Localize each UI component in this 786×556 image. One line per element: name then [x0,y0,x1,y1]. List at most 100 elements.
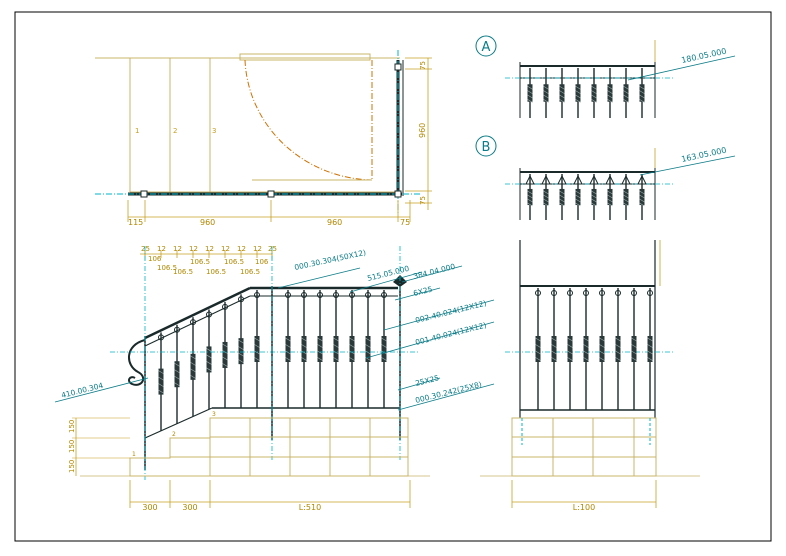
landing-baluster [349,290,355,408]
landing-baluster [317,290,323,408]
landing-baluster [381,290,387,408]
top-dim-r1-3: 12 [173,245,182,253]
top-dim-r2-2: 106.5 [157,264,177,272]
callout-4: 6X25 [412,284,433,297]
plan-dim-right-3: 75 [419,196,427,205]
section-b-baluster [559,174,565,220]
callout-1: 000.30.304(50X12) [294,248,367,272]
side-bottom-dim: L:100 [573,503,595,512]
side-baluster [551,288,557,410]
stair-baluster [206,309,212,410]
side-baluster [567,288,573,410]
section-b-label: B [482,140,491,155]
arrow-finial [621,174,631,185]
side-baluster [647,288,653,410]
arrow-finial [637,174,647,185]
bottom-dim-1: 300 [142,503,157,512]
top-dim-r1-8: 12 [253,245,262,253]
section-b-callout: 163.05.000 [681,146,728,164]
side-elevation: L:100 [480,240,700,512]
top-dim-r1-1: 25 [141,245,150,253]
plan-dim-bottom-1: 115 [128,218,143,227]
plan-dim-right-2: 960 [418,123,427,138]
top-dim-r1-5: 12 [205,245,214,253]
top-dim-r2-4: 106.5 [224,258,244,266]
top-dim-r3-2: 106.5 [206,268,226,276]
section-b-baluster [527,174,533,220]
stair-baluster [238,294,244,408]
callout-7: 25X25 [414,373,440,388]
section-a-baluster [543,68,549,118]
top-dim-r3-1: 106.5 [173,268,193,276]
plan-step-label-3: 3 [212,127,216,135]
arrow-finial [557,174,567,185]
landing-baluster [301,290,307,408]
plan-step-label-2: 2 [173,127,177,135]
section-b-baluster [543,174,549,220]
stair-mark-2: 2 [172,431,176,438]
landing-baluster [365,290,371,408]
drawing-frame [14,11,772,542]
arrow-finial [525,174,535,185]
section-a-baluster [575,68,581,118]
top-dim-r2-5: 106 [255,258,269,266]
section-b: B 163.05.000 [475,135,736,220]
section-a-label: A [482,40,491,55]
arrow-finial [605,174,615,185]
top-dim-r2-3: 106.5 [190,258,210,266]
section-b-baluster [575,174,581,220]
landing-baluster [285,290,291,408]
left-dim-3: 150 [68,460,76,473]
top-dim-r1-9: 25 [268,245,277,253]
stair-baluster [158,332,164,431]
section-a-baluster [623,68,629,118]
stair-baluster [222,301,228,408]
section-a-baluster [607,68,613,118]
stair-mark-3: 3 [212,411,216,418]
top-dim-r1-7: 12 [237,245,246,253]
section-b-baluster [623,174,629,220]
side-baluster [631,288,637,410]
arrow-finial [541,174,551,185]
plan-dim-bottom-3: 960 [327,218,342,227]
callout-9: 410.00.304 [60,381,104,400]
callout-3: 384.04.000 [412,262,456,281]
plan-dim-bottom-4: 75 [400,218,410,227]
stair-baluster [190,317,196,417]
top-dim-r1-2: 12 [157,245,166,253]
top-dim-r1-6: 12 [221,245,230,253]
plan-dim-right-1: 75 [419,61,427,70]
bottom-dim-3: L:510 [299,503,321,512]
top-dim-r3-3: 106.5 [240,268,260,276]
left-dim-1: 150 [68,420,76,433]
side-baluster [599,288,605,410]
section-a-baluster [639,68,645,118]
arrow-finial [573,174,583,185]
stair-baluster [254,290,260,408]
top-dim-r2-1: 106 [148,255,162,263]
section-a-baluster [527,68,533,118]
callout-6: 001.40.024(12X12) [414,321,487,347]
section-a-callout: 180.05.000 [681,47,728,65]
landing-baluster [333,290,339,408]
plan-view: 1 2 3 115 960 960 75 75 960 75 [95,50,432,227]
left-dim-2: 150 [68,440,76,453]
section-a-baluster [559,68,565,118]
top-dim-r1-4: 12 [189,245,198,253]
callout-5: 002.40.024(12X12) [414,299,487,325]
plan-step-label-1: 1 [135,127,139,135]
section-b-baluster [607,174,613,220]
stair-mark-1: 1 [132,451,136,458]
side-baluster [583,288,589,410]
stair-baluster [174,324,180,424]
arrow-finial [589,174,599,185]
section-b-baluster [639,174,645,220]
section-a-baluster [591,68,597,118]
bottom-dim-2: 300 [182,503,197,512]
plan-dim-bottom-2: 960 [200,218,215,227]
side-baluster [535,288,541,410]
side-baluster [615,288,621,410]
section-a: A 180.05.000 [475,35,736,118]
